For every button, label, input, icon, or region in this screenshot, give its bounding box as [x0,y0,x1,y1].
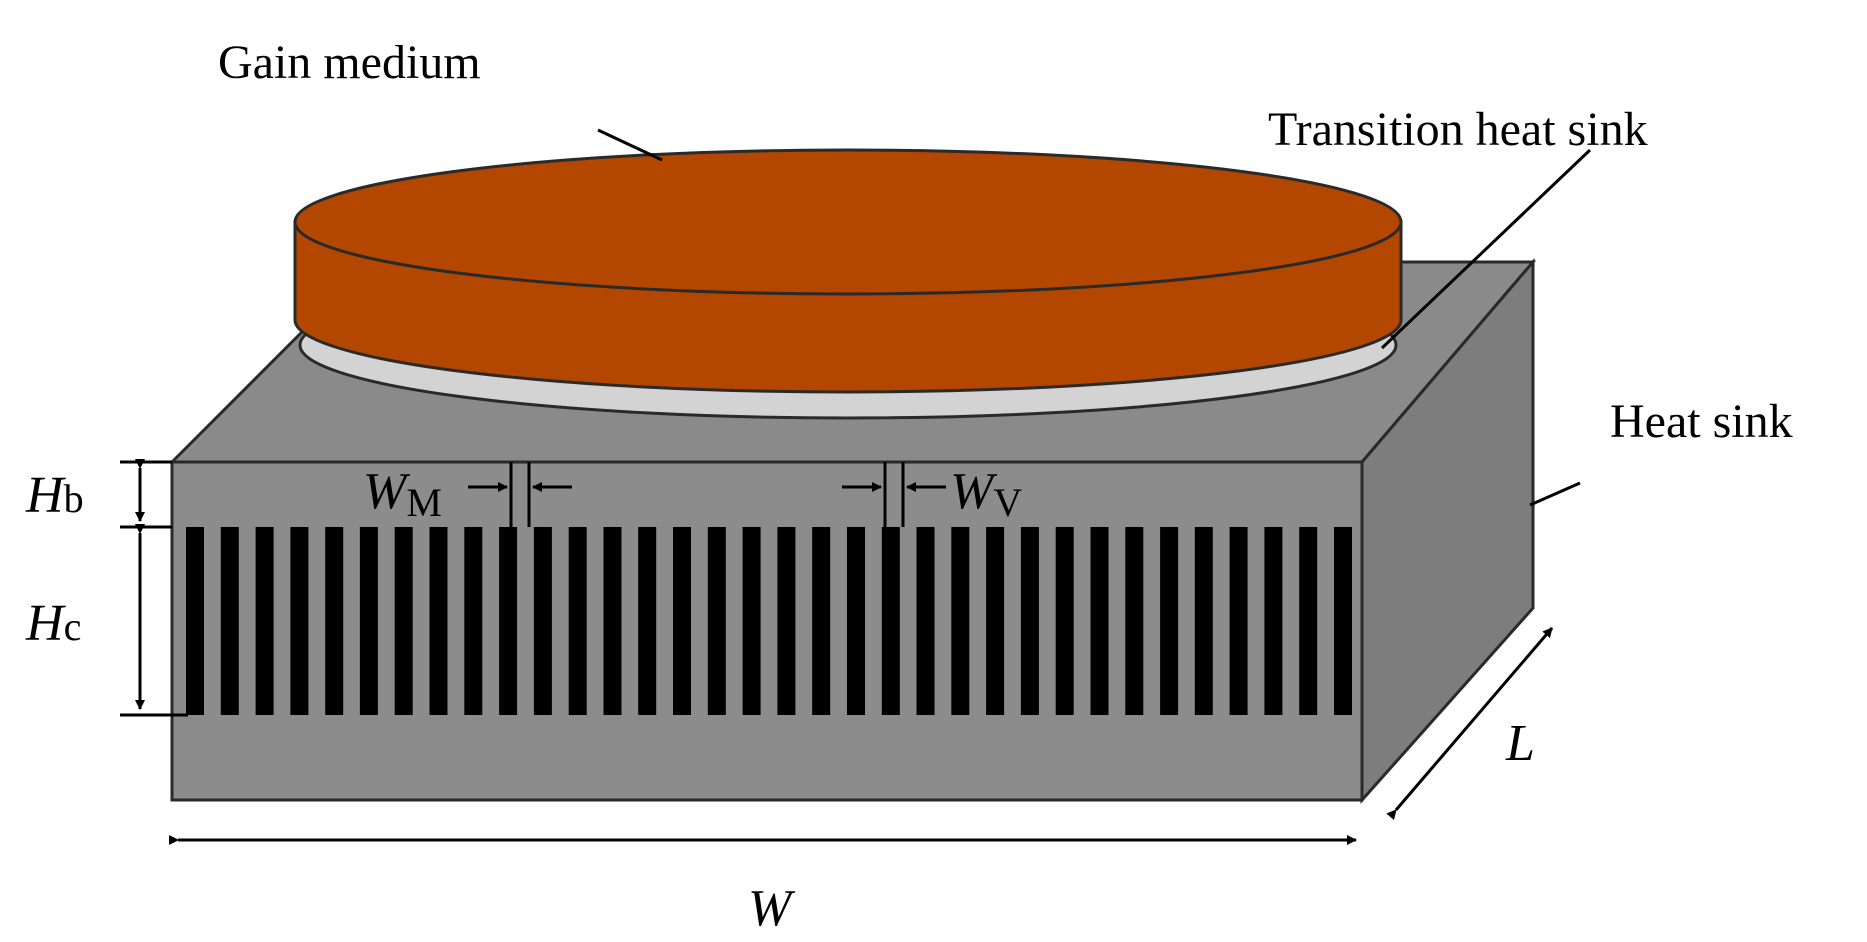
gain-medium-top [293,148,1403,296]
hb-label: Hb [25,467,84,524]
cooling-channel [533,527,552,715]
cooling-channel [290,527,309,715]
cooling-channel [1160,527,1179,715]
cooling-channel [499,527,518,715]
wm-label: WM [363,463,442,525]
cooling-channels [186,527,1352,715]
cooling-channel [1229,527,1248,715]
gain-medium-leader [597,128,663,162]
disc-assembly [293,148,1403,420]
hc-label: Hc [25,595,81,652]
cooling-channel [220,527,239,715]
cooling-channel [255,527,274,715]
dimension-lines [120,459,1554,845]
cooling-channel [742,527,761,715]
cooling-channel [359,527,378,715]
transition-heat-sink-label: Transition heat sink [1268,103,1648,156]
cooling-channel [812,527,831,715]
cooling-channel [186,527,204,715]
cooling-channel [707,527,726,715]
cooling-channel [986,527,1005,715]
cooling-channel [1194,527,1213,715]
cooling-channel [881,527,900,715]
cooling-channel [603,527,622,715]
heat-sink-label: Heat sink [1610,395,1793,448]
cooling-channel [568,527,587,715]
cooling-channel [1264,527,1283,715]
cooling-channel [1055,527,1074,715]
l-arrow [1386,627,1554,821]
cooling-channel [464,527,483,715]
wv-label: WV [950,463,1022,525]
cooling-channel [1334,527,1352,715]
cooling-channel [325,527,344,715]
w-label: W [748,880,796,937]
cooling-channel [429,527,448,715]
cooling-channel [638,527,657,715]
transition-heat-sink-leader [1380,148,1592,350]
cooling-channel [1020,527,1039,715]
heat-sink-leader [1529,481,1581,507]
cooling-channel [847,527,865,715]
cooling-channel [777,527,796,715]
cooling-channel [916,527,935,715]
cooling-channel [673,527,691,715]
heat-sink-front-face [170,460,1364,802]
cooling-channel [1090,527,1109,715]
cooling-channel [1299,527,1318,715]
gain-medium-label: Gain medium [218,36,481,89]
leader-lines [597,128,1592,507]
cooling-channel [1125,527,1144,715]
cooling-channel [951,527,970,715]
cooling-channel [394,527,413,715]
l-label: L [1505,715,1535,772]
